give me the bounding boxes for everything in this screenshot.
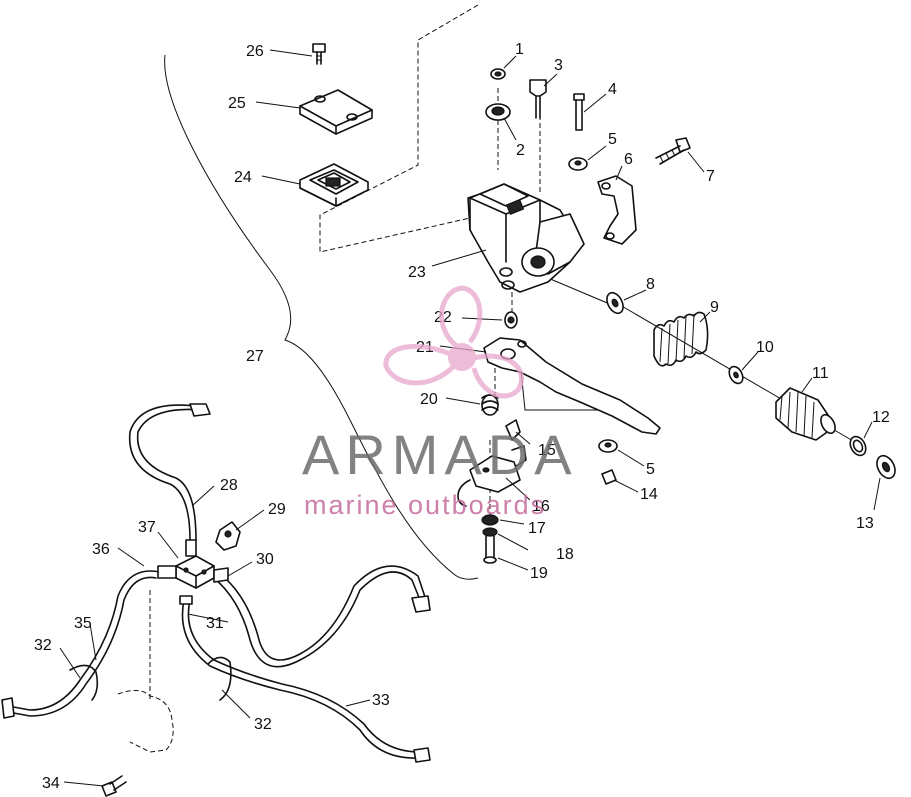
callout-29: 29 xyxy=(268,501,286,518)
callout-7: 7 xyxy=(706,168,715,185)
handlebar-clamp xyxy=(597,175,637,245)
bracket-27-line xyxy=(164,54,479,580)
brake-switch xyxy=(457,419,618,564)
brake-lines xyxy=(1,403,431,763)
reservoir-cover xyxy=(299,89,373,135)
watermark-subtitle: marine outboards xyxy=(304,490,546,520)
callout-31: 31 xyxy=(206,615,224,632)
propeller-logo-icon xyxy=(383,285,524,399)
callout-16: 16 xyxy=(532,498,550,515)
callout-32b: 32 xyxy=(254,716,272,733)
callout-1: 1 xyxy=(515,41,524,58)
callout-4: 4 xyxy=(608,81,617,98)
piston-assembly xyxy=(606,291,896,480)
callout-9: 9 xyxy=(710,299,719,316)
callout-34: 34 xyxy=(42,775,60,792)
callout-27: 27 xyxy=(246,348,264,365)
master-cylinder xyxy=(467,183,585,293)
junction-block xyxy=(157,521,241,589)
callout-24: 24 xyxy=(234,169,252,186)
mount-hardware xyxy=(101,690,174,797)
leader-lines xyxy=(59,49,881,787)
clamp-screw xyxy=(655,137,691,165)
small-hardware-top xyxy=(485,68,588,171)
callout-32: 32 xyxy=(34,637,52,654)
callout-37: 37 xyxy=(138,519,156,536)
callout-12: 12 xyxy=(872,409,890,426)
callout-5: 5 xyxy=(608,131,617,148)
diaphragm xyxy=(299,163,369,207)
watermark: ARMADA marine outboards xyxy=(302,285,578,520)
callout-20: 20 xyxy=(420,391,438,408)
callout-3: 3 xyxy=(554,57,563,74)
callout-2: 2 xyxy=(516,142,525,159)
callout-23: 23 xyxy=(408,264,426,281)
callout-5b: 5 xyxy=(646,461,655,478)
callout-14: 14 xyxy=(640,486,658,503)
callout-30: 30 xyxy=(256,551,274,568)
callout-11: 11 xyxy=(812,365,829,382)
callout-36: 36 xyxy=(92,541,110,558)
callout-25: 25 xyxy=(228,95,246,112)
cover-screw xyxy=(312,43,326,65)
callout-18: 18 xyxy=(556,546,574,563)
callout-8: 8 xyxy=(646,276,655,293)
brake-lever xyxy=(481,311,661,435)
callout-35: 35 xyxy=(74,615,92,632)
callout-15: 15 xyxy=(538,442,556,459)
callout-10: 10 xyxy=(756,339,774,356)
callout-numbers: 1 2 3 4 5 6 7 8 9 10 11 12 13 14 5 15 16… xyxy=(34,41,890,792)
callout-33: 33 xyxy=(372,692,390,709)
callout-19: 19 xyxy=(530,565,548,582)
watermark-title: ARMADA xyxy=(302,423,578,486)
callout-6: 6 xyxy=(624,151,633,168)
callout-26: 26 xyxy=(246,43,264,60)
callout-13: 13 xyxy=(856,515,874,532)
callout-17: 17 xyxy=(528,520,546,537)
callout-28: 28 xyxy=(220,477,238,494)
